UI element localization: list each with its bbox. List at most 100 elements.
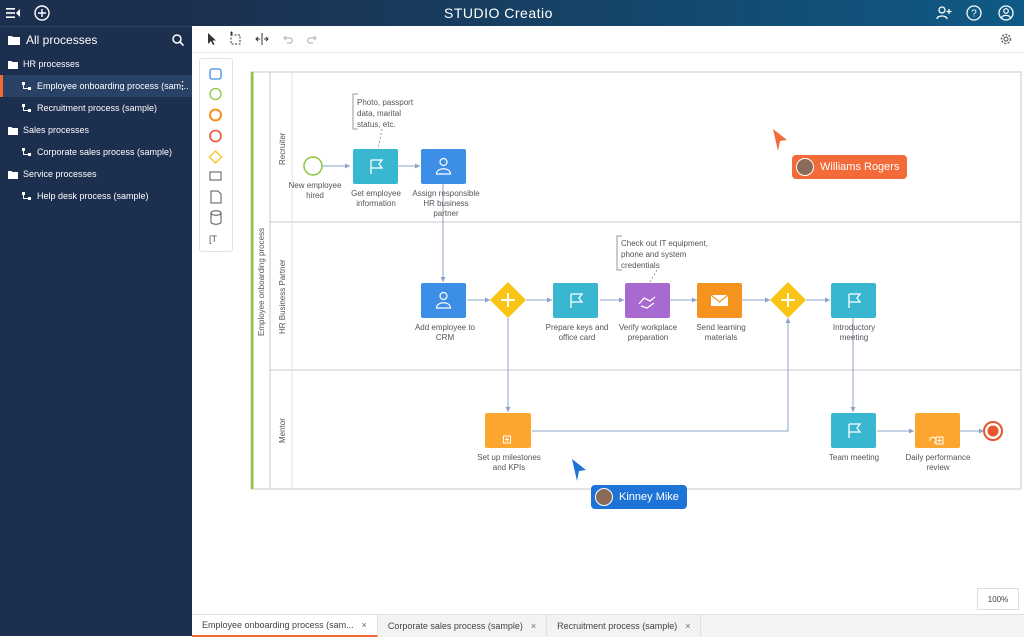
annotation-text[interactable]: Photo, passport data, marital status, et… [357, 98, 414, 129]
process-icon [22, 191, 31, 200]
lane-label-mentor: Mentor [278, 418, 287, 443]
sidebar-process-item[interactable]: Employee onboarding process (sam...⋮ [0, 75, 192, 97]
all-processes-header[interactable]: All processes [0, 26, 192, 53]
tab-label: Corporate sales process (sample) [387, 621, 523, 631]
profile-icon[interactable] [998, 5, 1014, 21]
palette-gateway-icon[interactable] [208, 150, 223, 164]
subprocess-daily-performance-review[interactable] [915, 413, 960, 448]
flag-icon [370, 159, 384, 174]
process-tab[interactable]: Employee onboarding process (sam... × [192, 615, 378, 637]
task-introductory-meeting[interactable] [831, 283, 876, 318]
start-event-label: New employee hired [288, 181, 342, 200]
redo-icon[interactable] [304, 31, 320, 47]
sidebar-item-label: Employee onboarding process (sam... [37, 81, 189, 91]
palette-start-event-icon[interactable] [209, 87, 222, 101]
tab-label: Employee onboarding process (sam... [202, 620, 354, 630]
collapse-sidebar-icon[interactable] [6, 7, 20, 19]
flag-icon [848, 293, 862, 308]
more-options-icon[interactable]: ⋮ [177, 80, 188, 92]
flag-icon [848, 423, 862, 438]
palette-annotation-icon[interactable]: [T [209, 234, 218, 244]
space-tool-icon[interactable] [254, 31, 270, 47]
palette-lane-icon[interactable] [209, 171, 222, 181]
process-icon [22, 147, 31, 156]
user-task-icon [435, 157, 452, 175]
folder-icon [8, 170, 18, 179]
pointer-icon[interactable] [204, 31, 220, 47]
task-get-employee-information[interactable] [353, 149, 398, 184]
folder-icon [8, 126, 18, 135]
sidebar-item-label: Service processes [23, 169, 97, 179]
sidebar-item-label: Recruitment process (sample) [37, 103, 158, 113]
daily-review-label: Daily performance review [905, 453, 971, 472]
add-icon[interactable] [34, 5, 50, 21]
close-tab-icon[interactable]: × [530, 621, 537, 631]
sidebar-item-label: Help desk process (sample) [37, 191, 149, 201]
user-task-icon [435, 291, 452, 309]
palette-intermediate-event-icon[interactable] [209, 108, 222, 122]
annotation-text[interactable]: Check out IT equipment, phone and system… [621, 239, 709, 270]
annotation-bracket [616, 235, 622, 271]
sidebar-process-item[interactable]: Recruitment process (sample) [0, 97, 192, 119]
svg-text:?: ? [971, 9, 977, 20]
verify-label: Verify workplace preparation [618, 323, 678, 342]
assign-label: Assign responsible HR business partner [412, 189, 480, 218]
loop-subprocess-marker-icon [929, 436, 944, 445]
pool-label: Employee onboarding process [257, 227, 266, 336]
undo-icon[interactable] [280, 31, 296, 47]
task-add-employee-to-crm[interactable] [421, 283, 466, 318]
folder-icon [8, 60, 18, 69]
process-tab[interactable]: Recruitment process (sample)× [547, 615, 702, 637]
process-canvas [250, 71, 1022, 490]
sidebar-process-item[interactable]: Corporate sales process (sample) [0, 141, 192, 163]
designer-toolbar [192, 26, 1024, 53]
collaborator-tag-kinney: Kinney Mike [591, 485, 687, 509]
add-user-icon[interactable] [936, 5, 952, 21]
start-event[interactable] [303, 156, 323, 176]
task-prepare-keys[interactable] [553, 283, 598, 318]
lane-label-hr-partner: HR Business Partner [278, 259, 287, 334]
sidebar-folder[interactable]: HR processes [0, 53, 192, 75]
flag-icon [570, 293, 584, 308]
process-icon [22, 81, 31, 90]
lasso-select-icon[interactable] [228, 31, 244, 47]
pool[interactable] [250, 71, 1022, 490]
search-icon[interactable] [172, 34, 184, 46]
collaborator-tag-williams: Williams Rogers [792, 155, 908, 179]
task-assign-hr-partner[interactable] [421, 149, 466, 184]
task-team-meeting[interactable] [831, 413, 876, 448]
close-tab-icon[interactable]: × [361, 620, 367, 630]
palette-data-store-icon[interactable] [210, 210, 222, 225]
palette-task-icon[interactable] [209, 68, 222, 80]
lane-label-recruiter: Recruiter [278, 132, 287, 165]
avatar [595, 488, 613, 506]
settings-gear-icon[interactable] [998, 31, 1014, 47]
end-event-core [987, 425, 999, 437]
help-icon[interactable]: ? [966, 5, 982, 21]
task-verify-workplace[interactable] [625, 283, 670, 318]
close-tab-icon[interactable]: × [685, 621, 691, 631]
intro-meeting-label: Introductory meeting [832, 323, 876, 342]
collaborator-name: Kinney Mike [619, 491, 679, 503]
sidebar-item-label: HR processes [23, 59, 80, 69]
sidebar-item-label: Corporate sales process (sample) [37, 147, 173, 157]
zoom-level[interactable]: 100% [977, 588, 1019, 610]
prepare-keys-label: Prepare keys and office card [545, 323, 609, 342]
brand-logo: STUDIO Creatio [444, 5, 553, 21]
cursor-williams-icon [773, 129, 787, 151]
avatar [796, 158, 814, 176]
palette-document-icon[interactable] [210, 190, 222, 204]
sidebar-folder[interactable]: Sales processes [0, 119, 192, 141]
sidebar-folder[interactable]: Service processes [0, 163, 192, 185]
email-icon [710, 294, 729, 306]
team-meeting-label: Team meeting [828, 453, 880, 462]
subprocess-set-up-milestones[interactable] [485, 413, 531, 448]
process-tab[interactable]: Corporate sales process (sample) × [378, 615, 548, 637]
sidebar-process-item[interactable]: Help desk process (sample) [0, 185, 192, 207]
palette-end-event-icon[interactable] [209, 129, 222, 143]
cursor-kinney-icon [572, 459, 586, 481]
handshake-icon [638, 296, 656, 309]
annotation-connector [377, 128, 383, 150]
